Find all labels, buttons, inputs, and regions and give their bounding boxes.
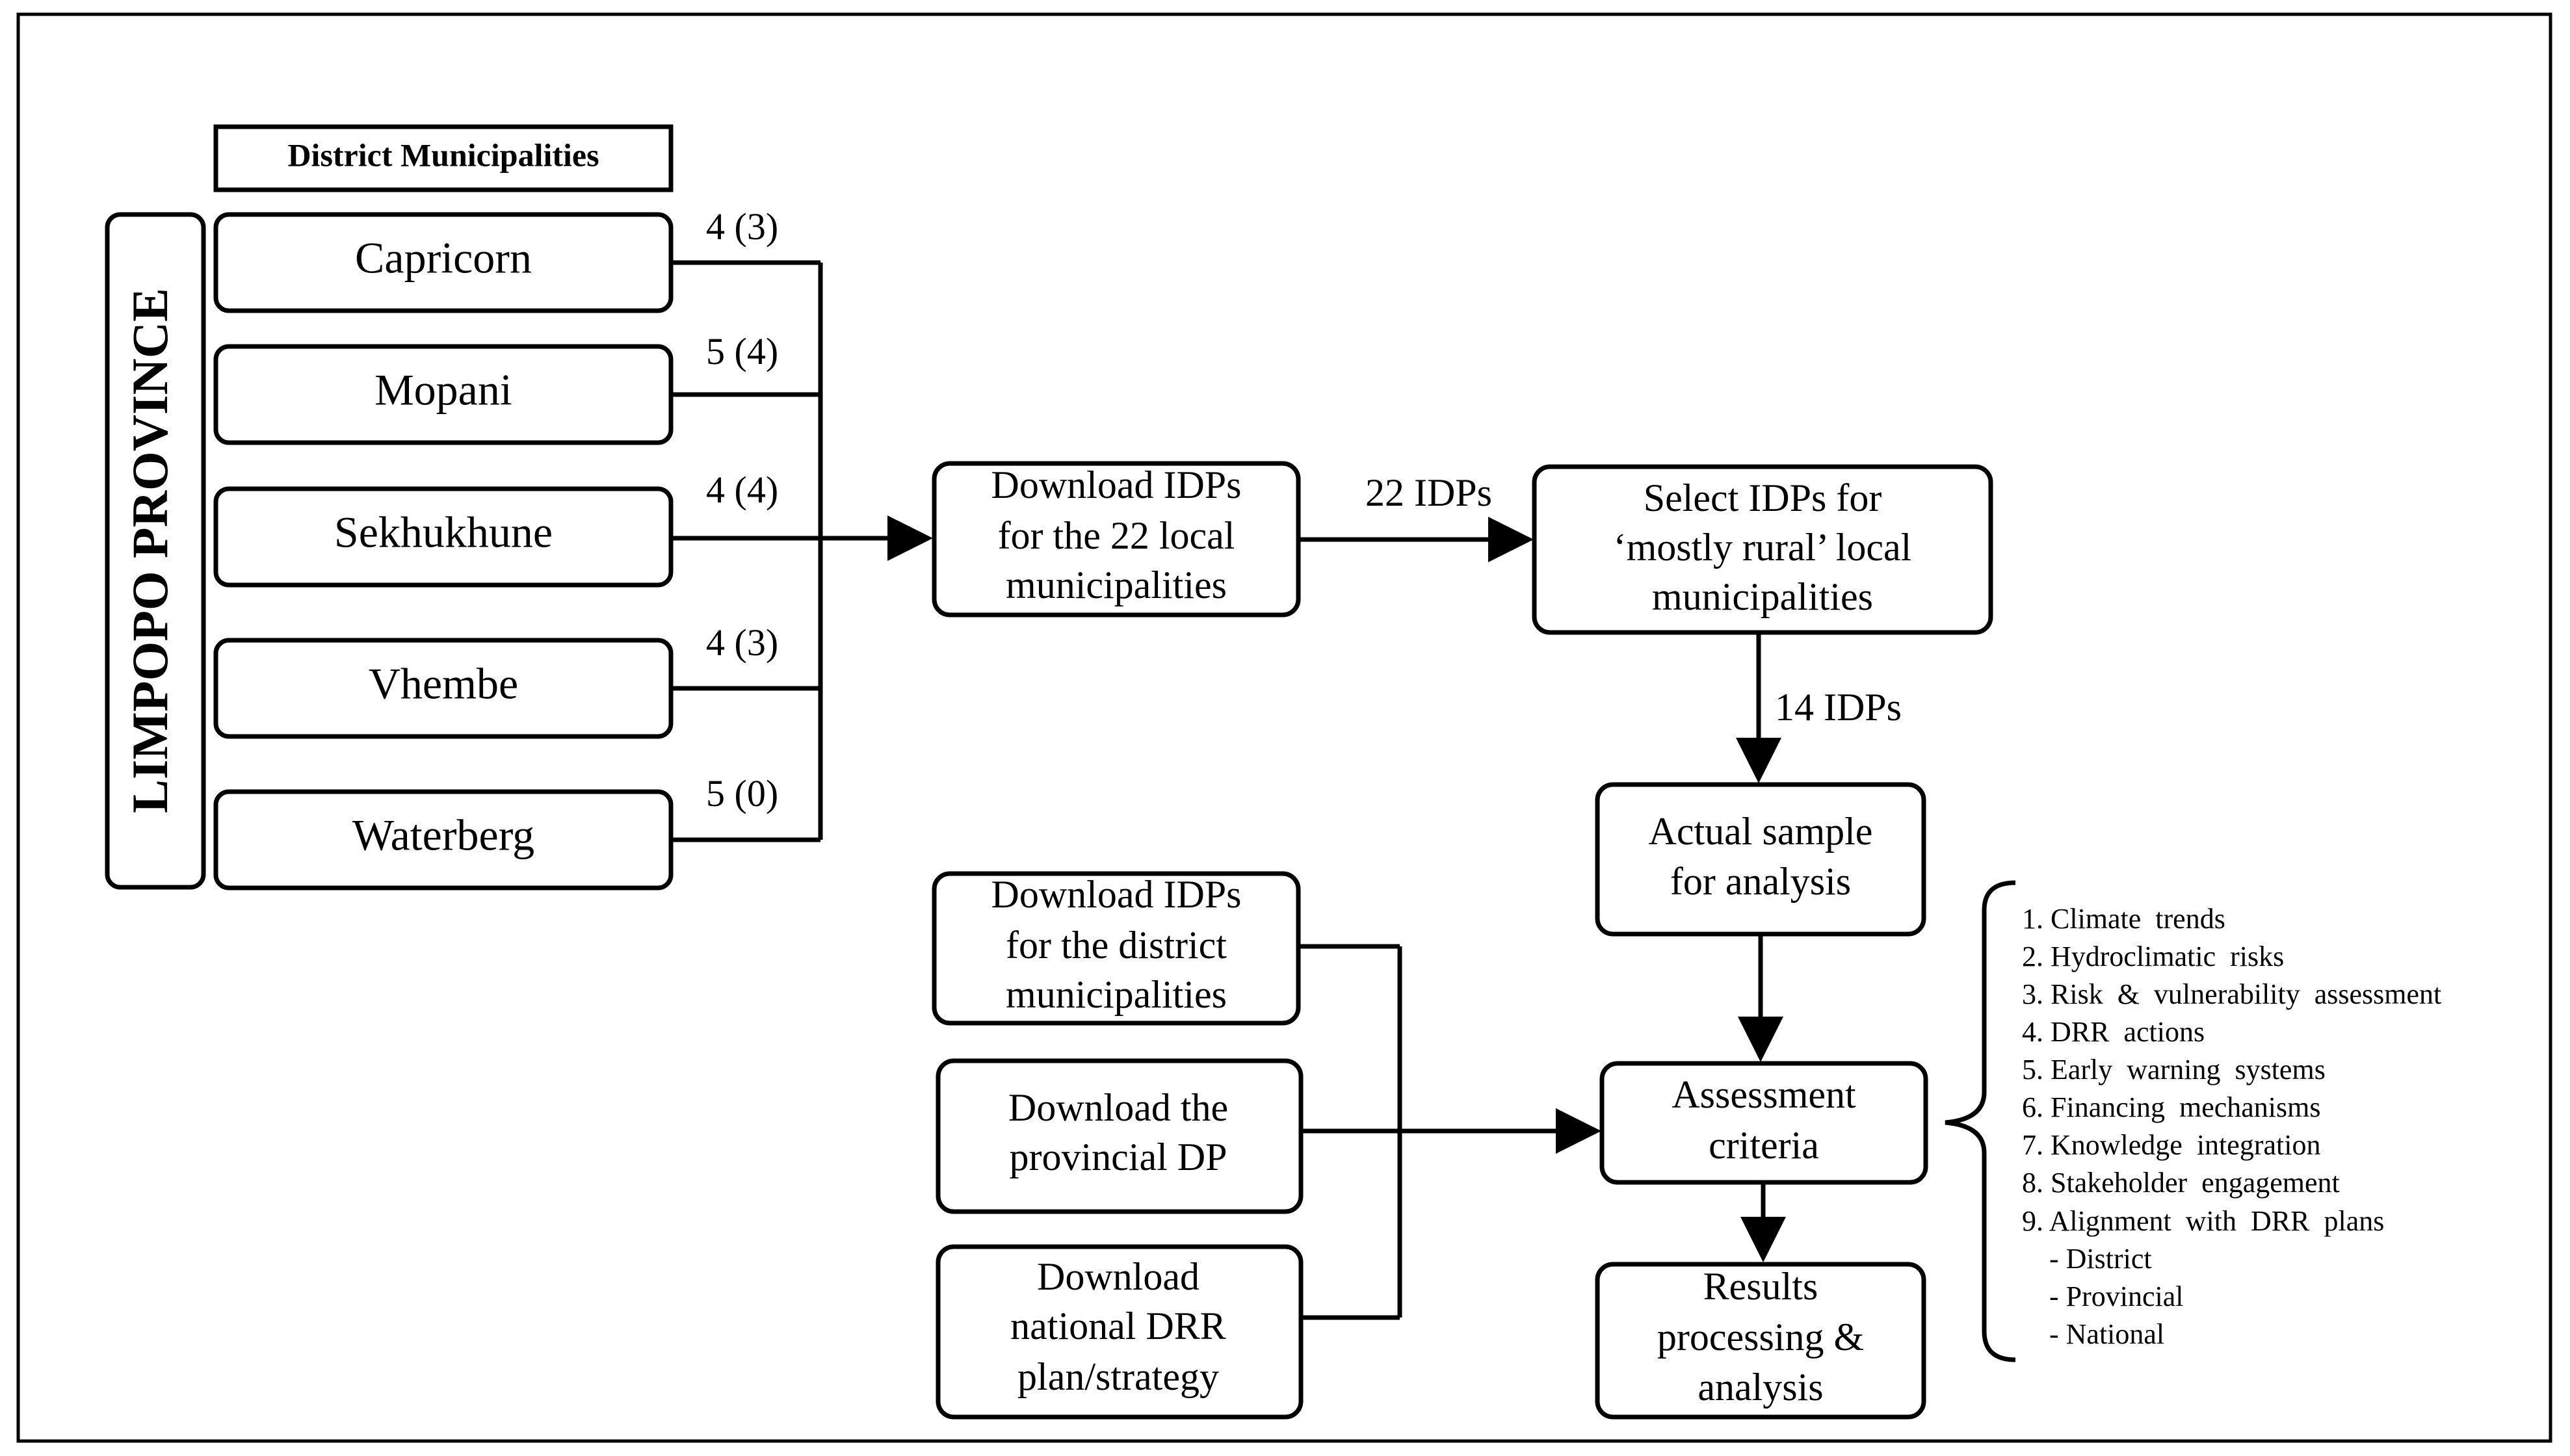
criteria-item: 7. Knowledge integration: [2022, 1129, 2320, 1161]
box-line: Assessment: [1672, 1073, 1856, 1116]
district-name: Capricorn: [355, 233, 532, 283]
label-14-idps: 14 IDPs: [1775, 686, 1902, 729]
criteria-subitem: - National: [2049, 1318, 2164, 1350]
district-vhembe: Vhembe: [213, 638, 674, 739]
results-box: Results processing & analysis: [1595, 1262, 1926, 1420]
district-name: Sekhukhune: [334, 508, 553, 557]
box-line: for analysis: [1670, 860, 1851, 903]
box-line: municipalities: [1006, 564, 1227, 606]
criteria-item: 3. Risk & vulnerability assessment: [2022, 978, 2441, 1010]
box-line: analysis: [1698, 1366, 1823, 1409]
criteria-item: 9. Alignment with DRR plans: [2022, 1205, 2384, 1237]
box-line: Results: [1703, 1265, 1818, 1308]
download-connectors: [1298, 944, 1601, 1320]
district-mopani: Mopani: [213, 344, 674, 445]
box-line: for the district: [1006, 924, 1227, 967]
district-capricorn: Capricorn: [213, 212, 674, 313]
actual-sample-box: Actual sample for analysis: [1595, 782, 1926, 937]
box-line: provincial DP: [1010, 1136, 1227, 1178]
label-22-idps: 22 IDPs: [1365, 471, 1492, 514]
download-national-box: Download national DRR plan/strategy: [936, 1244, 1304, 1420]
box-line: Download: [1037, 1255, 1200, 1298]
download-local-box: Download IDPs for the 22 local municipal…: [932, 461, 1301, 618]
district-name: Mopani: [374, 365, 512, 415]
count-mopani: 5 (4): [706, 330, 778, 372]
assessment-box: Assessment criteria: [1599, 1061, 1928, 1185]
box-line: national DRR: [1010, 1305, 1226, 1347]
box-line: Actual sample: [1649, 810, 1873, 853]
district-name: Vhembe: [369, 659, 518, 708]
box-line: Download IDPs: [991, 463, 1242, 506]
box-line: criteria: [1709, 1124, 1819, 1167]
download-provincial-box: Download the provincial DP: [936, 1058, 1304, 1214]
select-rural-box: Select IDPs for ‘mostly rural’ local mun…: [1532, 464, 1993, 635]
box-line: municipalities: [1652, 575, 1873, 618]
district-sekhukhune: Sekhukhune: [213, 486, 674, 588]
criteria-item: 8. Stakeholder engagement: [2022, 1167, 2340, 1199]
district-connectors: [671, 260, 933, 842]
count-sekhukhune: 4 (4): [706, 469, 778, 511]
criteria-brace: [1945, 880, 2016, 1362]
province-label: LIMPOPO PROVINCE: [122, 288, 178, 813]
criteria-item: 2. Hydroclimatic risks: [2022, 941, 2284, 972]
count-vhembe: 4 (3): [706, 621, 778, 664]
box-line: municipalities: [1006, 973, 1227, 1016]
box-line: for the 22 local: [998, 514, 1235, 557]
criteria-subitem: - District: [2049, 1243, 2152, 1275]
download-district-box: Download IDPs for the district municipal…: [932, 871, 1301, 1026]
criteria-item: 5. Early warning systems: [2022, 1054, 2326, 1086]
outer-frame: [16, 12, 2552, 1443]
box-line: plan/strategy: [1017, 1355, 1219, 1398]
box-line: Download IDPs: [991, 873, 1242, 916]
box-line: ‘mostly rural’ local: [1614, 526, 1912, 569]
district-header: District Municipalities: [287, 136, 599, 173]
criteria-subitem: - Provincial: [2049, 1280, 2184, 1312]
box-line: processing &: [1657, 1316, 1864, 1358]
criteria-item: 1. Climate trends: [2022, 903, 2225, 935]
box-line: Select IDPs for: [1644, 476, 1882, 519]
district-header-box: District Municipalities: [213, 124, 674, 192]
criteria-item: 6. Financing mechanisms: [2022, 1091, 2321, 1123]
count-capricorn: 4 (3): [706, 205, 778, 248]
criteria-list: 1. Climate trends 2. Hydroclimatic risks…: [2022, 903, 2441, 1350]
criteria-item: 4. DRR actions: [2022, 1016, 2205, 1048]
box-line: Download the: [1008, 1086, 1228, 1129]
district-waterberg: Waterberg: [213, 789, 674, 890]
province-box: LIMPOPO PROVINCE: [105, 212, 206, 890]
district-name: Waterberg: [352, 811, 534, 860]
count-waterberg: 5 (0): [706, 772, 778, 814]
